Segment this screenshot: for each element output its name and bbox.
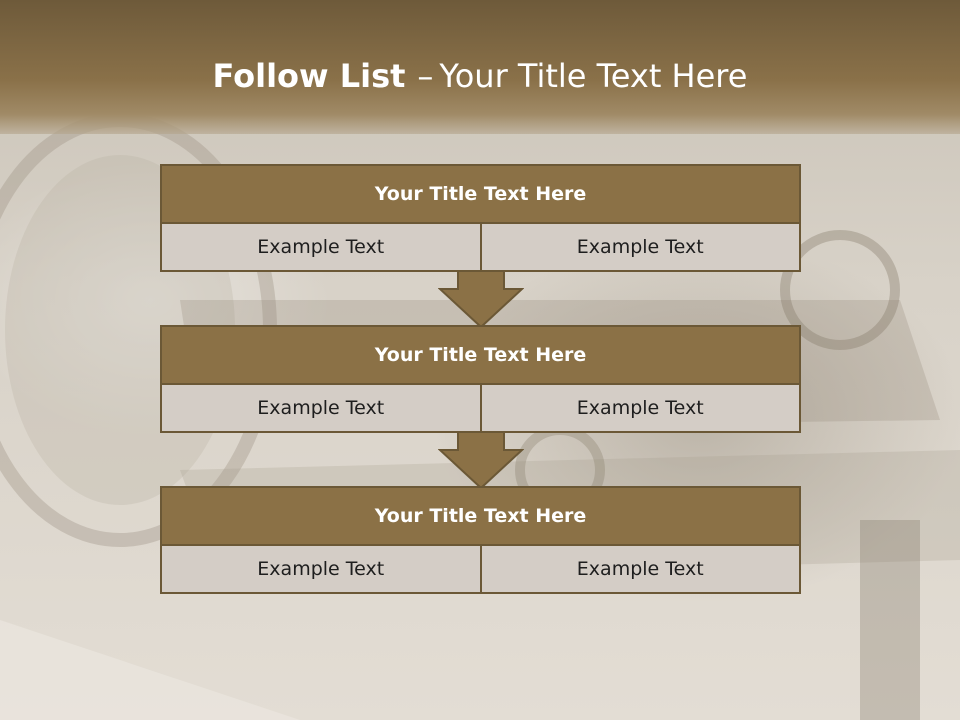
title-rest-part: Your Title Text Here xyxy=(439,57,748,95)
list-block-3: Your Title Text Here Example Text Exampl… xyxy=(160,486,801,594)
down-arrow-icon xyxy=(438,432,524,490)
list-block-2: Your Title Text Here Example Text Exampl… xyxy=(160,325,801,433)
title-bold-part: Follow List xyxy=(212,57,406,95)
block-title: Your Title Text Here xyxy=(162,488,799,546)
block-cell-left: Example Text xyxy=(162,546,480,592)
block-row: Example Text Example Text xyxy=(162,385,799,431)
block-title: Your Title Text Here xyxy=(162,327,799,385)
block-cell-right: Example Text xyxy=(479,546,799,592)
block-cell-left: Example Text xyxy=(162,385,480,431)
block-title: Your Title Text Here xyxy=(162,166,799,224)
block-cell-right: Example Text xyxy=(479,385,799,431)
title-separator: – xyxy=(417,57,434,95)
block-row: Example Text Example Text xyxy=(162,546,799,592)
list-block-1: Your Title Text Here Example Text Exampl… xyxy=(160,164,801,272)
block-row: Example Text Example Text xyxy=(162,224,799,270)
block-cell-left: Example Text xyxy=(162,224,480,270)
block-cell-right: Example Text xyxy=(479,224,799,270)
down-arrow-icon xyxy=(438,271,524,329)
title-bar xyxy=(0,0,960,134)
page-title: Follow List–Your Title Text Here xyxy=(0,56,960,96)
